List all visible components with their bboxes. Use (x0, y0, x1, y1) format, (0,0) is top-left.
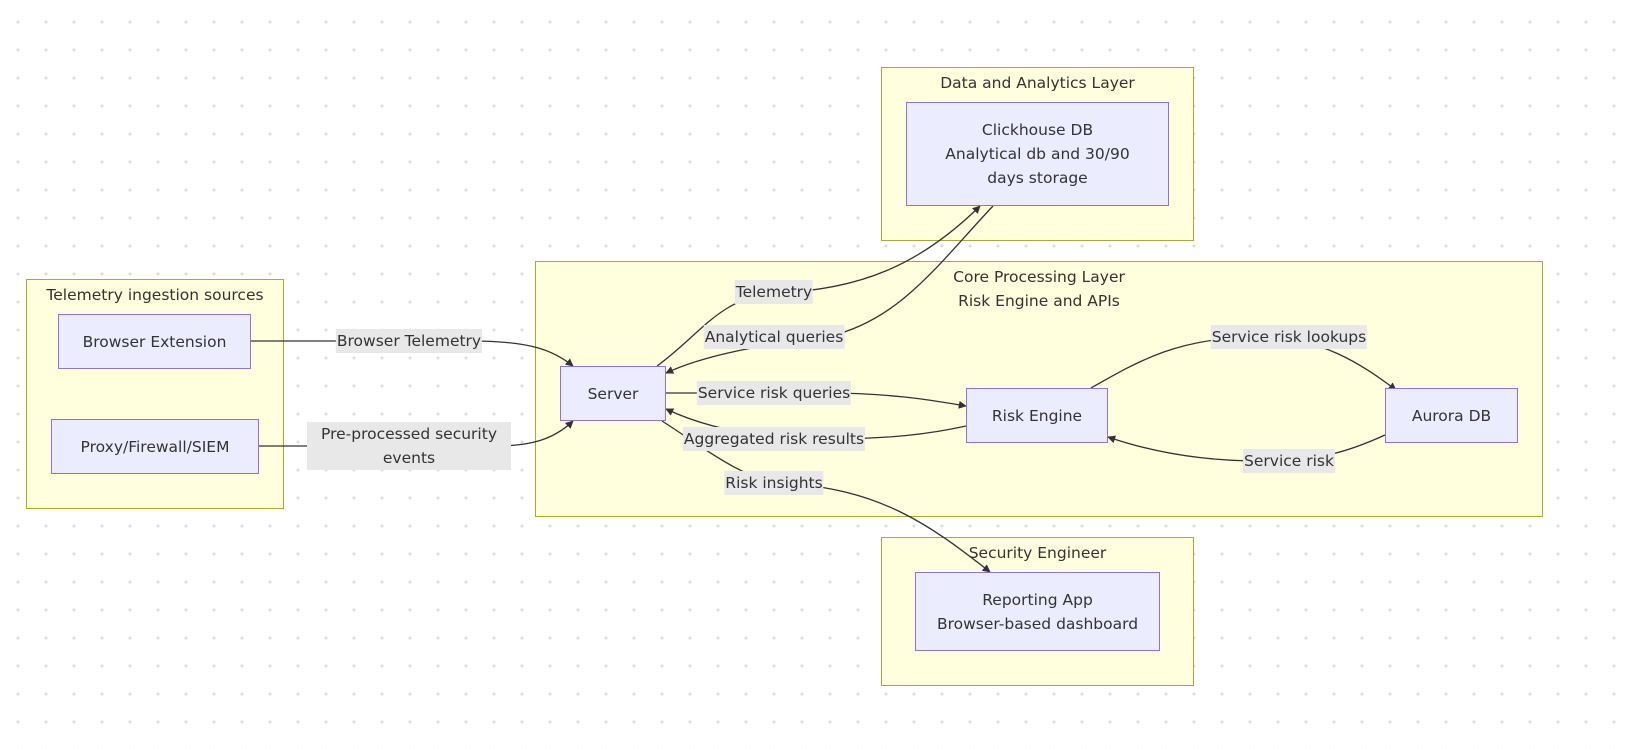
group-title-line: Risk Engine and APIs (958, 292, 1120, 310)
node-label: Server (587, 384, 639, 403)
group-title-text: Data and Analytics Layer (940, 74, 1135, 92)
edge-label-service-risk-queries: Service risk queries (696, 381, 852, 405)
node-label: Clickhouse DB (981, 121, 1094, 139)
edge-label-preprocessed-events: Pre-processed security events (307, 422, 511, 470)
node-label: Proxy/Firewall/SIEM (80, 437, 230, 456)
node-label: Analytical db and 30/90 (945, 145, 1130, 163)
node-label: Risk Engine (991, 406, 1083, 425)
group-title-text: Telemetry ingestion sources (46, 286, 264, 304)
edge-label-telemetry: Telemetry (734, 280, 814, 304)
edge-label-service-risk: Service risk (1243, 449, 1335, 473)
node-proxy-firewall-siem[interactable]: Proxy/Firewall/SIEM (51, 419, 259, 474)
node-label: Browser Extension (82, 332, 227, 351)
edge-label-browser-telemetry: Browser Telemetry (335, 329, 483, 353)
group-title: Telemetry ingestion sources (27, 283, 283, 307)
node-label: Browser-based dashboard (936, 614, 1139, 633)
group-title: Data and Analytics Layer (882, 71, 1193, 95)
node-clickhouse-db[interactable]: Clickhouse DB Analytical db and 30/90 da… (906, 102, 1169, 206)
node-browser-extension[interactable]: Browser Extension (58, 314, 251, 369)
edge-label-service-risk-lookups: Service risk lookups (1210, 325, 1368, 349)
node-aurora-db[interactable]: Aurora DB (1385, 388, 1518, 443)
node-label: days storage (987, 169, 1088, 187)
edge-label-analytical-queries: Analytical queries (703, 325, 845, 349)
node-server[interactable]: Server (560, 366, 666, 421)
edge-label-line: Pre-processed security (321, 425, 497, 443)
node-risk-engine[interactable]: Risk Engine (966, 388, 1108, 443)
node-label: Aurora DB (1411, 406, 1492, 425)
group-title-line: Core Processing Layer (953, 268, 1125, 286)
group-title: Core Processing Layer Risk Engine and AP… (536, 265, 1542, 313)
group-title-text: Security Engineer (968, 544, 1107, 562)
edge-label-line: events (382, 449, 436, 467)
node-label: Reporting App (982, 590, 1093, 609)
group-title: Security Engineer (882, 541, 1193, 565)
node-reporting-app[interactable]: Reporting App Browser-based dashboard (915, 572, 1160, 651)
edge-label-risk-insights: Risk insights (724, 471, 824, 495)
edge-label-aggregated-risk-results: Aggregated risk results (682, 427, 866, 451)
